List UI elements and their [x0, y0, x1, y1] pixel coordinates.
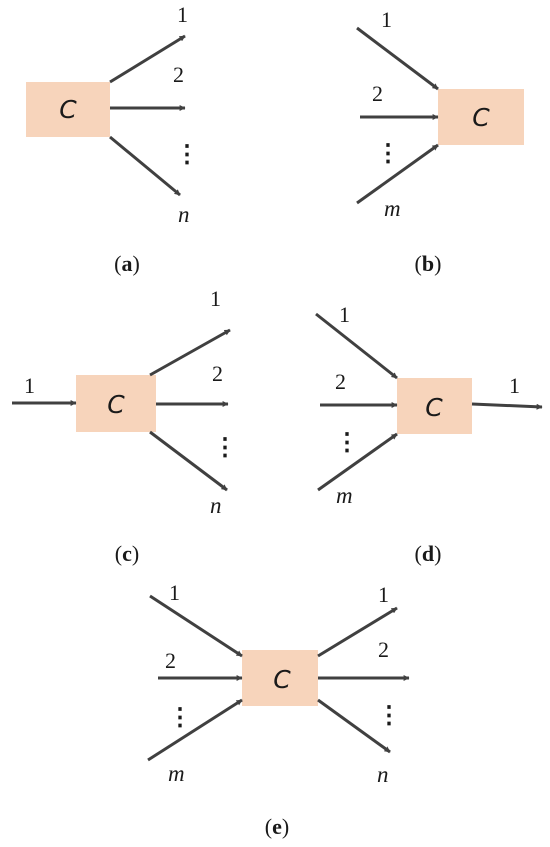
- connector-label-d: C: [425, 393, 443, 422]
- label-e-in-2: 2: [165, 648, 176, 673]
- arrow-e-out-n: [317, 698, 391, 754]
- arrow-c-out-n: [149, 430, 228, 492]
- panel-d: C 1 2 ⋮ m 1 (d): [315, 302, 543, 566]
- connector-box-b: [438, 89, 524, 145]
- label-e-m: m: [168, 761, 185, 786]
- arrow-a-out-1: [109, 34, 186, 84]
- label-c-n: n: [210, 493, 222, 518]
- label-b-m: m: [384, 196, 401, 221]
- label-e-out-2: 2: [378, 637, 389, 662]
- vdots-b: ⋮: [376, 141, 400, 167]
- label-c-1: 1: [210, 286, 221, 311]
- connector-label-c: C: [107, 390, 125, 419]
- panel-a: C 1 2 ⋮ n (a): [26, 2, 199, 276]
- caption-d: (d): [415, 541, 442, 566]
- arrow-a-out-n: [109, 135, 181, 197]
- connector-label-a: C: [59, 95, 77, 124]
- connector-box-d: [397, 378, 472, 434]
- label-a-1: 1: [177, 2, 188, 27]
- vdots-c: ⋮: [213, 435, 237, 461]
- connector-box-e: [242, 650, 318, 706]
- caption-b: (b): [415, 251, 442, 276]
- arrow-c-out-1: [149, 328, 231, 377]
- arrow-e-out-1: [317, 606, 398, 658]
- connector-label-e: C: [273, 665, 291, 694]
- label-a-n: n: [178, 202, 190, 227]
- label-d-out-1: 1: [509, 373, 520, 398]
- arrow-e-in-1: [149, 594, 243, 658]
- label-c-2: 2: [212, 361, 223, 386]
- arrow-d-in-m: [317, 432, 398, 492]
- label-d-m: m: [336, 483, 353, 508]
- label-b-2: 2: [372, 81, 383, 106]
- panel-e: C 1 2 ⋮ m 1 2 ⋮ n (e): [147, 580, 410, 839]
- caption-e: (e): [265, 814, 289, 839]
- vdots-d: ⋮: [335, 430, 359, 456]
- vdots-e-out: ⋮: [377, 703, 401, 729]
- vdots-e-in: ⋮: [168, 705, 192, 731]
- arrow-d-out-1: [471, 402, 543, 410]
- arrow-b-in-m: [356, 143, 439, 205]
- label-c-in-1: 1: [24, 373, 35, 398]
- label-e-in-1: 1: [169, 580, 180, 605]
- label-b-1: 1: [381, 7, 392, 32]
- connector-label-b: C: [472, 103, 490, 132]
- caption-a: (a): [114, 251, 140, 276]
- panel-c: C 1 1 2 ⋮ n (c): [12, 286, 237, 566]
- label-e-out-1: 1: [378, 582, 389, 607]
- panel-b: C 1 2 ⋮ m (b): [356, 7, 524, 276]
- connector-box-a: [26, 82, 110, 137]
- arrow-b-in-1: [356, 26, 439, 91]
- connector-box-c: [76, 375, 156, 432]
- label-d-1: 1: [339, 302, 350, 327]
- caption-c: (c): [115, 541, 139, 566]
- label-a-2: 2: [173, 62, 184, 87]
- label-e-n: n: [377, 762, 389, 787]
- label-d-2: 2: [335, 369, 346, 394]
- arrow-e-in-m: [147, 698, 243, 762]
- arrow-d-in-1: [315, 312, 398, 380]
- vdots-a: ⋮: [175, 142, 199, 168]
